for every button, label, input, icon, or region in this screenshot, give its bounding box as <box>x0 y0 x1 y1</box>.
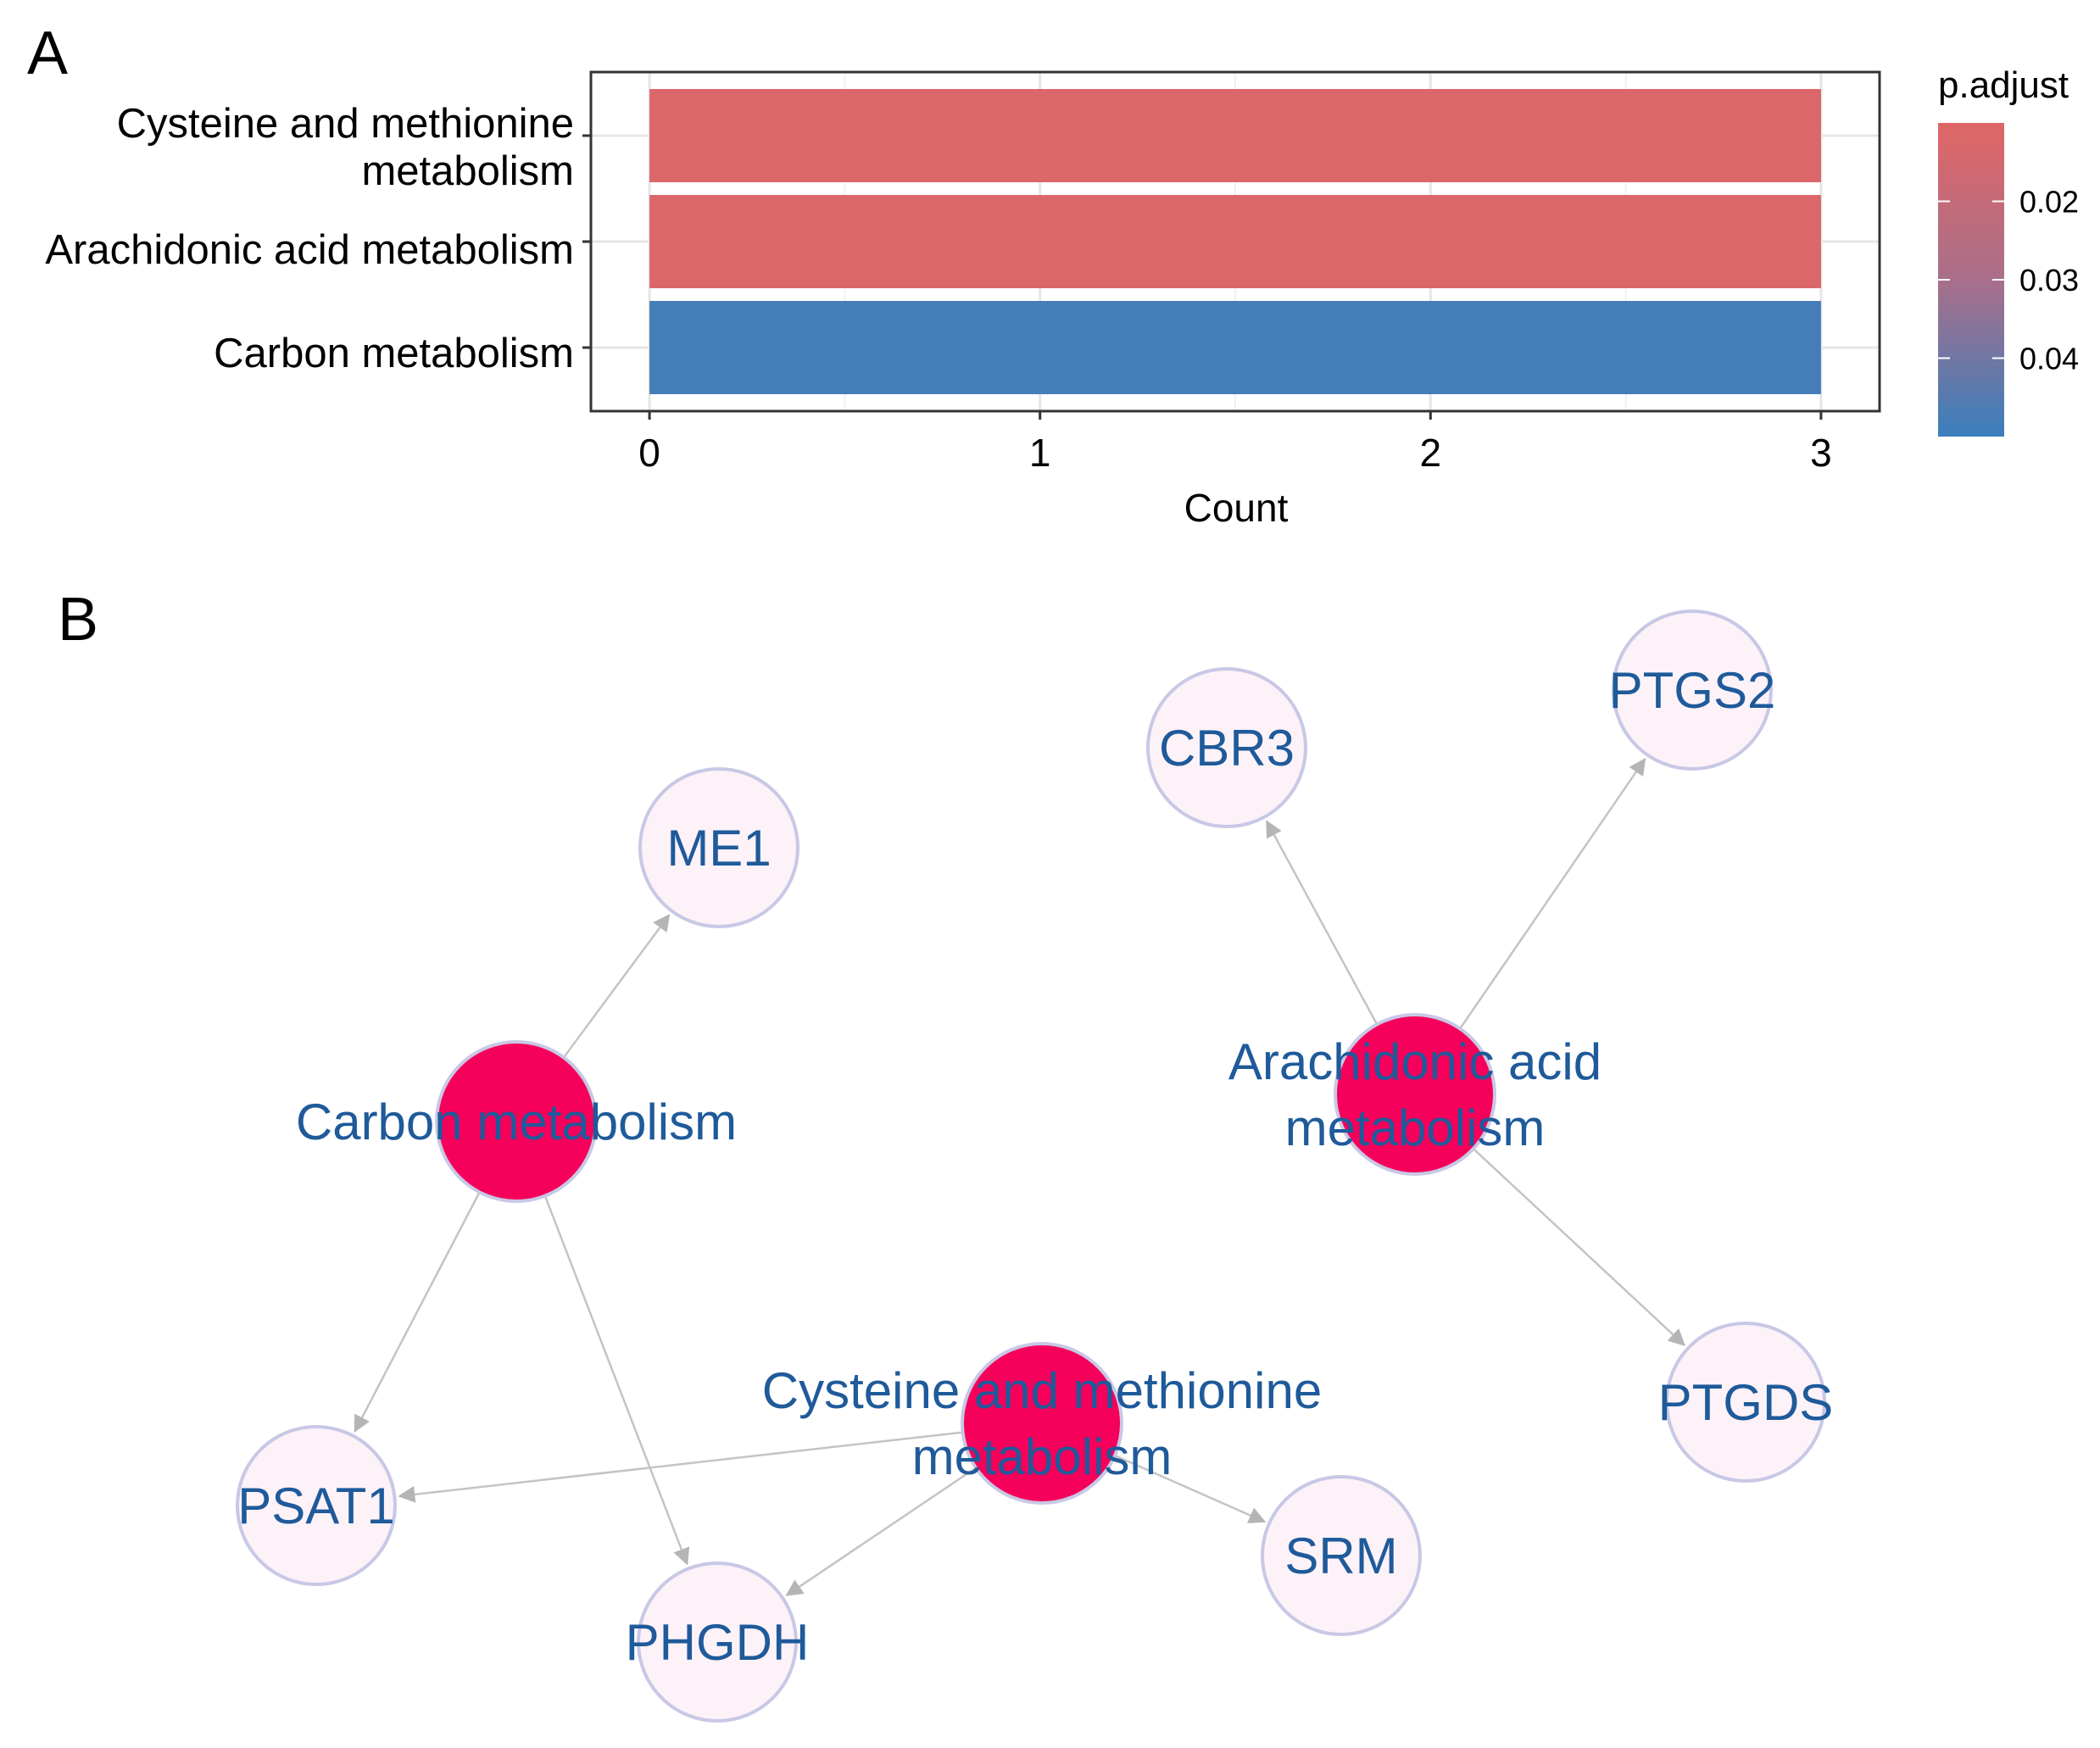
edge-carbon-PHGDH <box>543 1195 690 1566</box>
edge-cys-PHGDH <box>785 1467 977 1596</box>
gene-label-srm: SRM <box>1284 1528 1397 1584</box>
gene-node-me1 <box>638 767 799 928</box>
gene-label-cbr3: CBR3 <box>1159 720 1295 777</box>
gene-node-srm <box>1261 1475 1422 1636</box>
edge-arach-PTGS2 <box>1459 758 1646 1030</box>
edge-carbon-ME1 <box>562 913 671 1059</box>
x-tick-label: 1 <box>1029 431 1051 475</box>
bar-chart: 0 1 2 3 Count p.adjust 0.02 0.03 0.04 <box>582 64 2079 530</box>
edge-arach-PTGDS <box>1472 1148 1685 1346</box>
x-tick-label: 0 <box>638 431 660 475</box>
legend-tick-label: 0.02 <box>2019 185 2079 220</box>
x-tick-label: 2 <box>1420 431 1442 475</box>
x-tick-label: 3 <box>1810 431 1832 475</box>
bar-category-label: Carbon metabolism <box>214 331 574 376</box>
bar <box>649 195 1821 288</box>
bar-category-label: Arachidonic acid metabolism <box>45 227 574 273</box>
edge-arach-CBR3 <box>1266 820 1379 1025</box>
edge-carbon-PSAT1 <box>354 1191 481 1433</box>
bar <box>649 301 1821 394</box>
edges <box>354 758 1685 1596</box>
gene-node-psat1 <box>236 1425 397 1586</box>
gene-node-ptgs2 <box>1612 610 1773 771</box>
legend-ticks: 0.02 0.03 0.04 <box>1938 185 2079 376</box>
panel-label-b: B <box>58 586 99 654</box>
panel-label-a: A <box>27 19 69 87</box>
nodes <box>236 610 1826 1723</box>
legend-title: p.adjust <box>1938 64 2069 106</box>
x-axis: 0 1 2 3 <box>638 411 1832 475</box>
gene-node-phgdh <box>637 1562 798 1723</box>
pathway-node-carbon <box>435 1040 598 1203</box>
y-axis-ticks <box>582 134 591 349</box>
pathway-label-carbon: Carbon metabolism <box>296 1094 737 1150</box>
gene-label-psat1: PSAT1 <box>237 1478 395 1534</box>
edge-cys-PSAT1 <box>398 1431 963 1503</box>
legend-tick-label: 0.03 <box>2019 263 2079 298</box>
gene-node-cbr3 <box>1146 667 1307 828</box>
bar-category-label: Cysteine and methionine metabolism <box>116 101 574 194</box>
bar <box>649 89 1821 182</box>
pathway-node-arach <box>1334 1013 1496 1176</box>
bars <box>649 89 1821 394</box>
gene-label-ptgs2: PTGS2 <box>1609 662 1776 719</box>
gene-label-me1: ME1 <box>666 820 771 877</box>
gene-label-ptgds: PTGDS <box>1658 1374 1834 1431</box>
x-axis-title: Count <box>1184 486 1289 530</box>
gene-node-ptgds <box>1665 1322 1826 1483</box>
edge-cys-SRM <box>1114 1454 1267 1523</box>
pathway-node-cys <box>961 1342 1123 1505</box>
gene-label-phgdh: PHGDH <box>626 1614 810 1671</box>
legend-tick-label: 0.04 <box>2019 342 2079 376</box>
